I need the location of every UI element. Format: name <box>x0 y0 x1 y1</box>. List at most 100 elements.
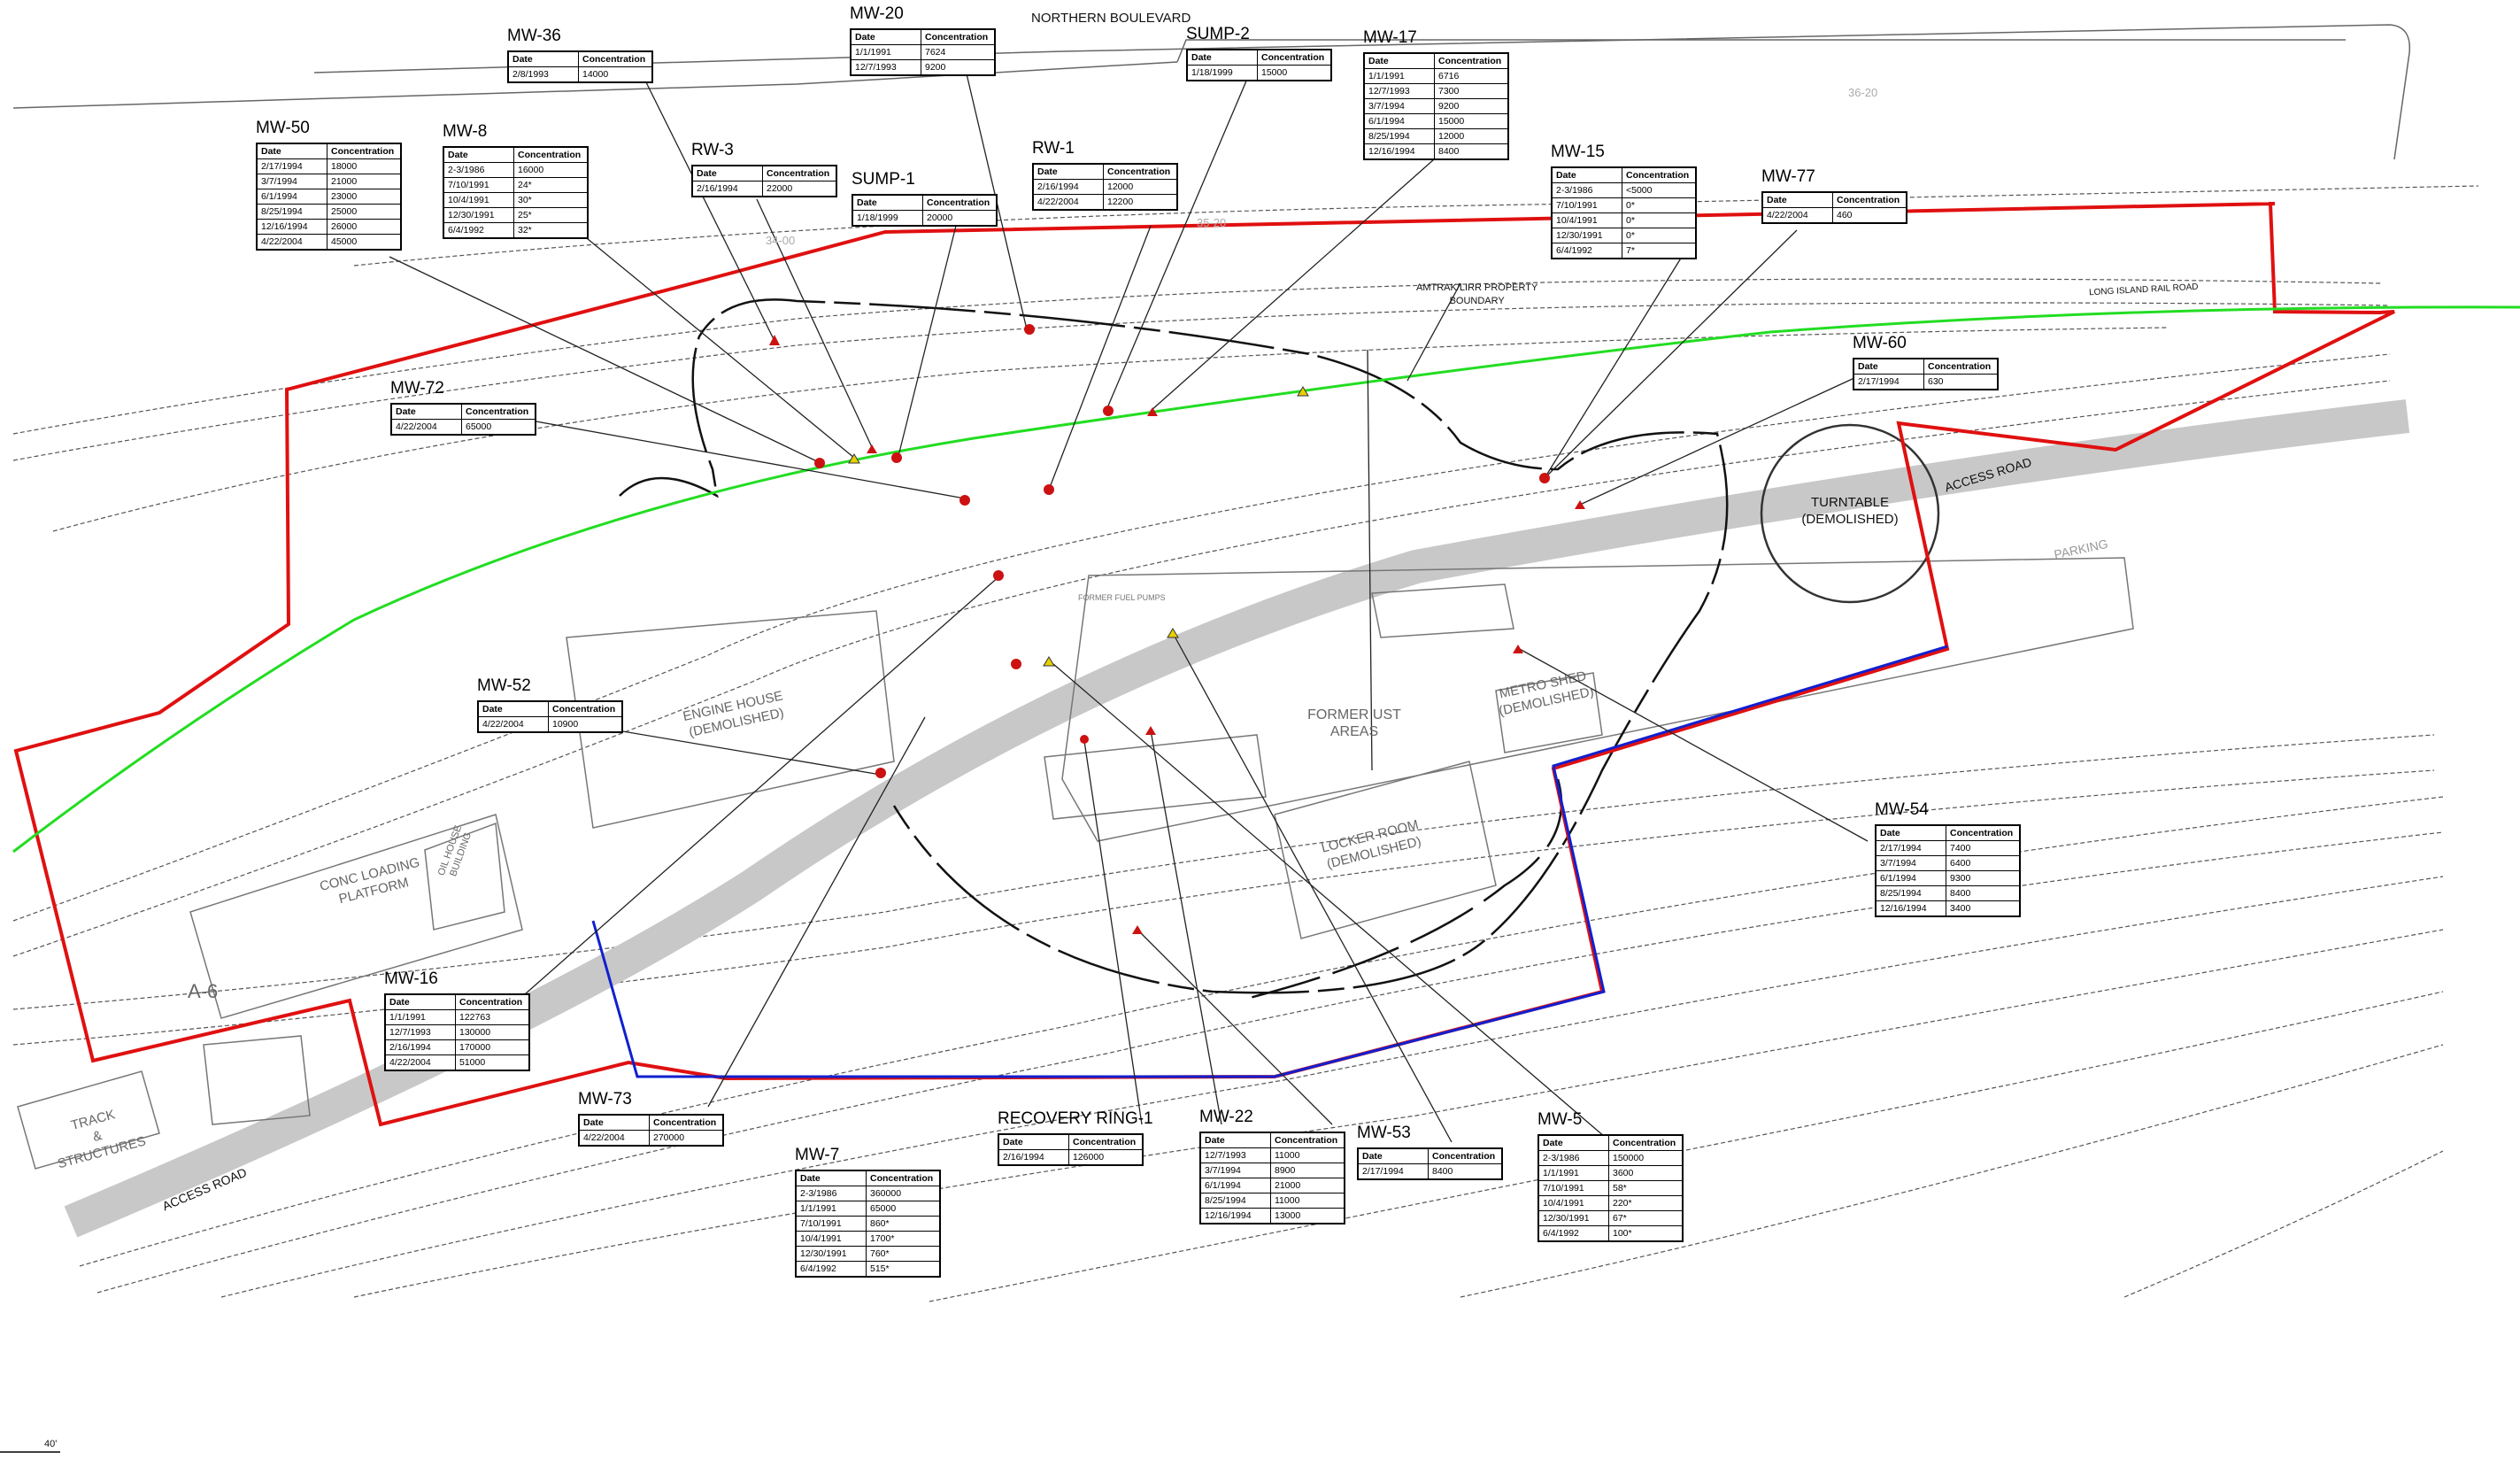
building-outlines <box>17 557 2134 1170</box>
well-marker <box>1539 473 1550 483</box>
date-cell: 7/10/1991 <box>795 1216 867 1232</box>
well-id: MW-54 <box>1875 800 1929 819</box>
date-cell: 10/4/1991 <box>795 1231 867 1247</box>
concentration-cell: 3600 <box>1608 1165 1684 1181</box>
well-id: MW-60 <box>1853 334 1907 352</box>
date-cell: 12/30/1991 <box>1551 228 1622 243</box>
date-cell: 4/22/2004 <box>477 716 549 733</box>
sump-marker <box>1043 656 1055 667</box>
well-marker <box>1011 659 1021 669</box>
date-cell: 2/16/1994 <box>1032 179 1104 195</box>
concentration-cell: 23000 <box>327 189 402 205</box>
date-cell: 1/1/1991 <box>1537 1165 1609 1181</box>
date-header: Date <box>507 50 579 67</box>
sump-marker <box>848 453 860 464</box>
date-header: Date <box>1853 358 1924 375</box>
concentration-cell: 12000 <box>1434 128 1509 144</box>
well-id: MW-5 <box>1537 1110 1583 1129</box>
concentration-header: Concentration <box>649 1114 724 1131</box>
date-header: Date <box>998 1133 1069 1150</box>
date-cell: 1/1/1991 <box>795 1201 867 1217</box>
well-marker <box>1044 484 1054 495</box>
date-cell: 12/7/1993 <box>1199 1147 1271 1163</box>
date-cell: 12/7/1993 <box>850 59 921 76</box>
plume-lower-contour <box>1238 778 1563 1002</box>
concentration-header: Concentration <box>1103 163 1178 180</box>
date-cell: 3/7/1994 <box>1875 855 1946 871</box>
date-cell: 12/30/1991 <box>1537 1210 1609 1226</box>
date-header: Date <box>1186 49 1258 66</box>
well-id: MW-73 <box>578 1090 632 1109</box>
concentration-header: Concentration <box>1608 1134 1684 1151</box>
concentration-cell: 58* <box>1608 1180 1684 1196</box>
date-header: Date <box>850 28 921 45</box>
date-header: Date <box>852 194 923 211</box>
sump-marker <box>1167 628 1179 638</box>
concentration-header: Concentration <box>578 50 653 67</box>
well-marker <box>1575 500 1585 509</box>
concentration-cell: 18000 <box>327 158 402 174</box>
concentration-cell: 14000 <box>578 66 653 83</box>
date-header: Date <box>1363 52 1435 69</box>
date-cell: 2-3/1986 <box>1551 182 1622 198</box>
property-boundary-line: AMTRAK/LIRR PROPERTY <box>1416 282 1538 293</box>
concentration-cell: 21000 <box>327 174 402 189</box>
street-label: NORTHERN BOULEVARD <box>1031 11 1191 26</box>
date-cell: 1/18/1999 <box>1186 65 1258 81</box>
date-cell: 2-3/1986 <box>795 1186 867 1201</box>
grid-label-3520: 35-20 <box>1197 216 1227 229</box>
concentration-cell: 220* <box>1608 1195 1684 1211</box>
concentration-cell: 8400 <box>1428 1163 1503 1180</box>
date-cell: 2/16/1994 <box>998 1149 1069 1166</box>
well-id: MW-15 <box>1551 143 1605 161</box>
date-header: Date <box>795 1170 867 1186</box>
concentration-header: Concentration <box>1923 358 1999 375</box>
concentration-cell: 6716 <box>1434 68 1509 84</box>
well-marker <box>1024 324 1035 335</box>
green-boundary <box>12 305 2520 854</box>
date-cell: 6/4/1992 <box>795 1261 867 1278</box>
date-header: Date <box>578 1114 650 1131</box>
well-marker <box>769 335 780 345</box>
date-cell: 3/7/1994 <box>1199 1163 1271 1178</box>
